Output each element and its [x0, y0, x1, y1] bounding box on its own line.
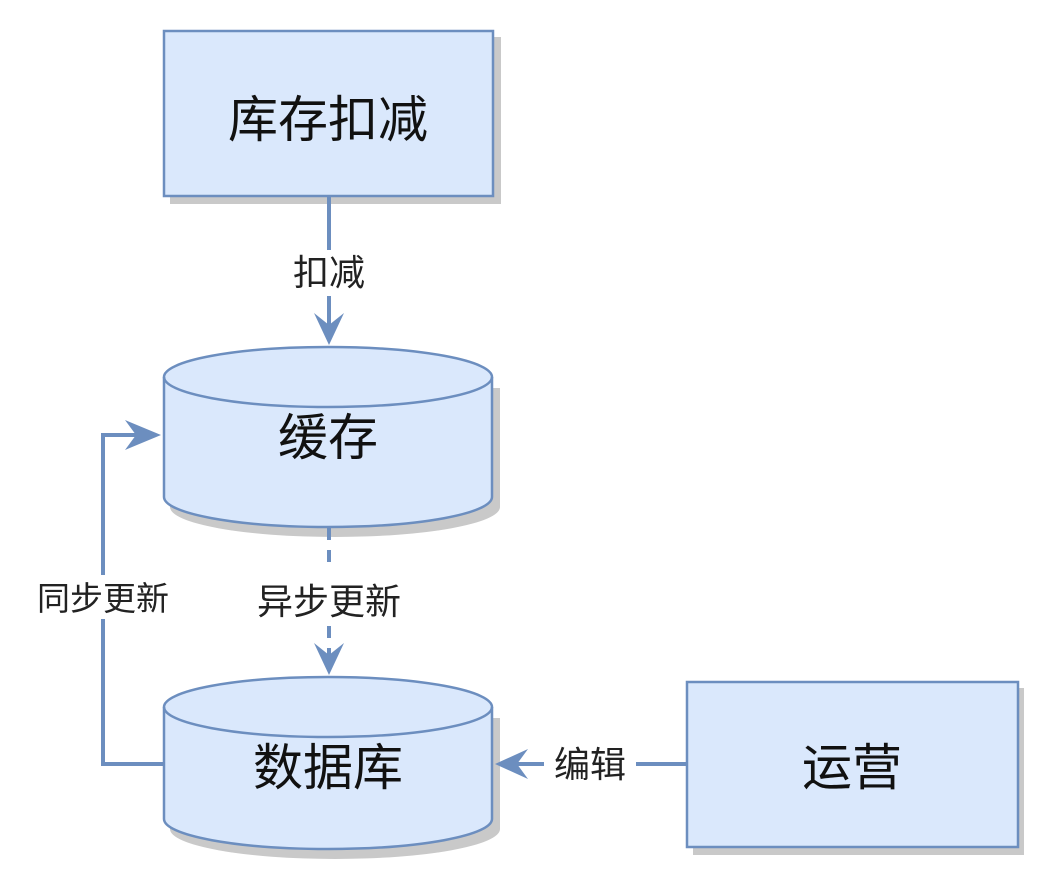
database-label: 数据库 — [253, 739, 403, 797]
inventory-deduction-label: 库存扣减 — [228, 91, 428, 149]
database-top-rim — [162, 706, 494, 739]
sync-update-arrowhead — [125, 420, 161, 450]
async-update-edge: 异步更新 — [257, 528, 401, 675]
sync-update-edge: 同步更新 — [28, 420, 178, 766]
edit-edge-label: 编辑 — [554, 745, 626, 786]
async-update-arrowhead — [314, 643, 344, 675]
cache-label: 缓存 — [278, 409, 378, 467]
database-body — [162, 675, 494, 851]
inventory-deduction-box — [162, 29, 495, 198]
inventory-deduction-node[interactable]: 库存扣减 — [162, 29, 501, 204]
edit-arrowhead — [495, 749, 528, 779]
cache-body — [162, 345, 494, 529]
edit-edge: 编辑 — [495, 745, 686, 786]
deduct-edge-label: 扣减 — [293, 253, 365, 294]
cache-top-rim — [162, 376, 494, 409]
async-update-edge-label: 异步更新 — [257, 582, 401, 623]
sync-update-edge-label: 同步更新 — [37, 579, 169, 618]
operations-node[interactable]: 运营 — [685, 680, 1024, 855]
deduct-arrowhead — [314, 313, 344, 345]
operations-box — [685, 680, 1020, 849]
sync-update-label-bg — [28, 575, 178, 619]
cache-node[interactable]: 缓存 — [162, 345, 500, 537]
database-node[interactable]: 数据库 — [162, 675, 500, 859]
deduct-edge: 扣减 — [293, 197, 365, 345]
operations-label: 运营 — [802, 739, 902, 797]
